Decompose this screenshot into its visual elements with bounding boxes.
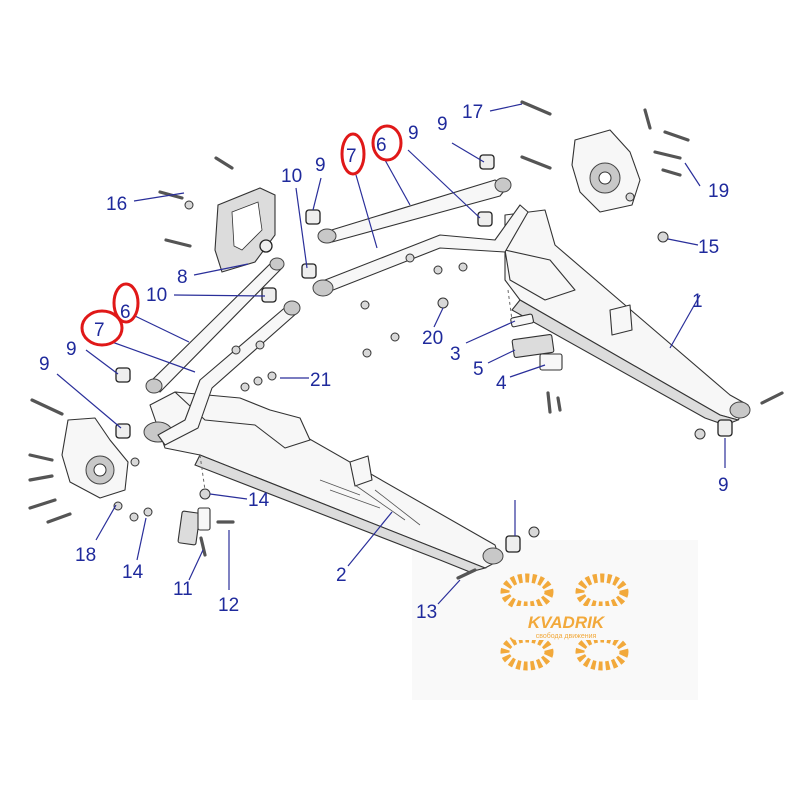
callout-9-b: 9	[408, 123, 419, 144]
nuts	[113, 192, 706, 538]
highlight-ring-7-upper	[340, 132, 366, 176]
watermark-tagline: свобода движения	[536, 632, 597, 640]
callout-14-b: 14	[122, 562, 144, 583]
callout-9-e: 9	[39, 354, 50, 375]
highlight-ring-7-lower	[80, 309, 124, 347]
small-plates	[177, 313, 563, 546]
callout-21: 21	[310, 370, 331, 391]
callout-16: 16	[106, 194, 127, 215]
callout-11: 11	[173, 579, 193, 600]
callout-19: 19	[708, 181, 729, 202]
watermark: KVADRIK свобода движения	[412, 540, 698, 700]
control-arm-7-lower	[157, 300, 301, 446]
control-arm-7-upper	[312, 204, 529, 297]
callout-9-f: 9	[718, 475, 729, 496]
trailing-arm-right	[504, 209, 751, 426]
callouts: 1 2 3 4 5 6 6 7 7 8 9 9 9 9 9 9 10 10 11…	[39, 102, 729, 623]
callout-5: 5	[473, 359, 484, 380]
highlight-ring-6-lower	[112, 282, 140, 324]
callout-6-lower: 6	[120, 302, 131, 323]
callout-15: 15	[698, 237, 719, 258]
trailing-arm-left	[143, 391, 504, 573]
leader-lines	[56, 103, 726, 605]
callout-13: 13	[416, 602, 437, 623]
callout-14-a: 14	[248, 490, 270, 511]
callout-9-a: 9	[437, 114, 448, 135]
bushings	[115, 154, 733, 553]
callout-7-upper: 7	[346, 146, 357, 167]
callout-18: 18	[75, 545, 96, 566]
highlight-ring-6-upper	[371, 124, 403, 162]
callout-7-lower: 7	[94, 320, 105, 341]
callout-10-b: 10	[146, 285, 167, 306]
control-arm-6-upper	[317, 177, 512, 244]
callout-2: 2	[336, 565, 347, 586]
callout-17: 17	[462, 102, 483, 123]
arm-hatch	[319, 479, 421, 526]
callout-12: 12	[218, 595, 239, 616]
callout-3: 3	[450, 344, 461, 365]
callout-6-upper: 6	[376, 135, 387, 156]
callout-20: 20	[422, 328, 443, 349]
callout-10-a: 10	[281, 166, 302, 187]
knuckle-left	[61, 417, 129, 499]
callout-9-d: 9	[66, 339, 77, 360]
watermark-brand: KVADRIK	[528, 613, 606, 632]
callout-9-c: 9	[315, 155, 326, 176]
mounting-bracket	[214, 187, 276, 273]
highlight-rings	[80, 124, 403, 347]
callout-1: 1	[692, 291, 703, 312]
control-arm-6-lower	[145, 257, 285, 394]
bolts	[28, 100, 784, 580]
callout-4: 4	[496, 373, 507, 394]
callout-8: 8	[177, 267, 188, 288]
knuckle-right	[571, 129, 641, 213]
